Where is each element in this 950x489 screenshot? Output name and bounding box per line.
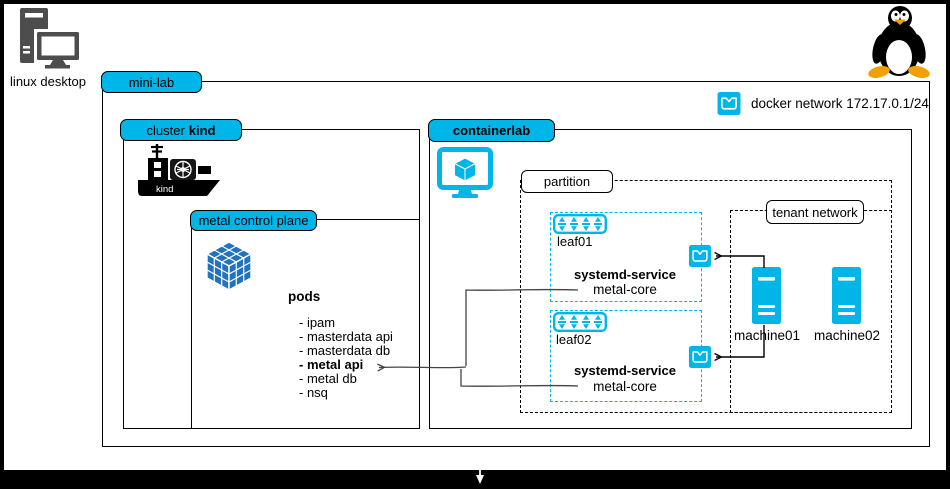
- pod-item: - masterdata api: [299, 329, 393, 344]
- pods-title: pods: [288, 289, 321, 304]
- leaf02-service-title: systemd-service: [574, 363, 676, 378]
- machine01-label: machine01: [733, 328, 801, 343]
- pod-item: - masterdata db: [299, 343, 391, 358]
- metal-control-plane-label: metal control plane: [190, 210, 317, 231]
- pods-cube-icon: [206, 241, 252, 291]
- leaf02-service-name: metal-core: [593, 379, 657, 394]
- docker-network-label: docker network 172.17.0.1/24: [751, 96, 929, 111]
- cluster-kind-label: cluster kind: [120, 119, 242, 141]
- leaf02-name: leaf02: [556, 332, 592, 347]
- pod-item: - ipam: [299, 315, 336, 330]
- tux-penguin-icon: [868, 6, 930, 78]
- leaf01-service-name: metal-core: [593, 282, 657, 297]
- machine02-label: machine02: [813, 328, 881, 343]
- docker-bridge-icon: [689, 346, 711, 368]
- server-icon: [752, 267, 781, 324]
- containerlab-box: [429, 129, 912, 429]
- containerlab-monitor-icon: [437, 147, 493, 198]
- containerlab-label: containerlab: [428, 119, 555, 142]
- tenant-network-label: tenant network: [766, 200, 864, 224]
- expand-toolbar-arrow-icon[interactable]: [472, 470, 488, 486]
- pod-item-metal-api: - metal api: [299, 357, 364, 372]
- mini-lab-label: mini-lab: [101, 71, 202, 93]
- leaf01-service-title: systemd-service: [574, 267, 676, 282]
- mini-lab-box: [102, 81, 930, 447]
- switch-icon: [553, 214, 607, 234]
- docker-bridge-icon: [689, 245, 711, 267]
- pod-item: - nsq: [299, 385, 328, 400]
- partition-label: partition: [521, 170, 613, 193]
- docker-network-icon: [717, 92, 741, 115]
- server-icon: [832, 267, 861, 324]
- leaf01-name: leaf01: [557, 234, 593, 249]
- switch-icon: [553, 312, 607, 332]
- pods-list: - ipam - masterdata api - masterdata db …: [299, 316, 393, 400]
- pod-item: - metal db: [299, 371, 357, 386]
- desktop-computer-icon: [20, 8, 82, 69]
- desktop-label: linux desktop: [10, 74, 86, 89]
- kind-ship-text: kind: [156, 184, 173, 195]
- kind-ship-icon: kind: [138, 144, 220, 196]
